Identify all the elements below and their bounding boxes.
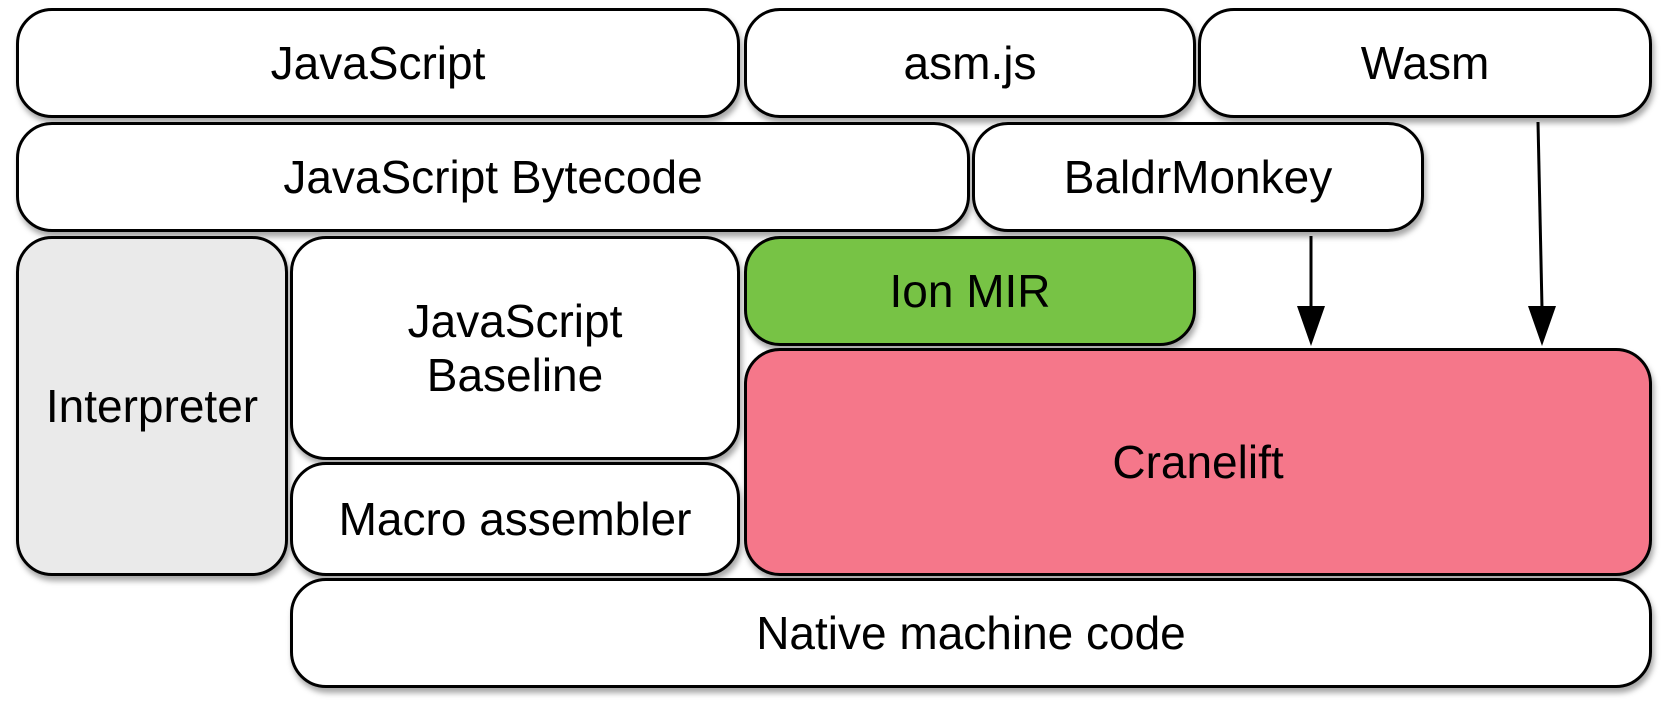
baldrmonkey-block: BaldrMonkey bbox=[972, 122, 1424, 232]
javascript-baseline-block: JavaScript Baseline bbox=[290, 236, 740, 460]
baldrmonkey-label: BaldrMonkey bbox=[1063, 150, 1333, 203]
javascript-block: JavaScript bbox=[16, 8, 740, 118]
asmjs-label: asm.js bbox=[903, 36, 1037, 89]
native-machine-code-label: Native machine code bbox=[756, 606, 1186, 659]
asmjs-block: asm.js bbox=[744, 8, 1196, 118]
javascript-baseline-label: JavaScript Baseline bbox=[408, 294, 623, 403]
baldrmonkey-to-cranelift-arrow bbox=[1297, 236, 1325, 346]
wasm-label: Wasm bbox=[1360, 36, 1490, 89]
javascript-baseline-line2: Baseline bbox=[426, 349, 604, 401]
ion-mir-label: Ion MIR bbox=[889, 264, 1051, 317]
native-machine-code-block: Native machine code bbox=[290, 578, 1652, 688]
macro-assembler-label: Macro assembler bbox=[338, 492, 692, 545]
javascript-baseline-line1: JavaScript bbox=[407, 294, 623, 347]
javascript-label: JavaScript bbox=[270, 36, 486, 89]
cranelift-block: Cranelift bbox=[744, 348, 1652, 576]
interpreter-label: Interpreter bbox=[45, 379, 259, 432]
macro-assembler-block: Macro assembler bbox=[290, 462, 740, 576]
javascript-bytecode-block: JavaScript Bytecode bbox=[16, 122, 970, 232]
interpreter-block: Interpreter bbox=[16, 236, 288, 576]
cranelift-label: Cranelift bbox=[1112, 435, 1284, 488]
wasm-block: Wasm bbox=[1198, 8, 1652, 118]
javascript-bytecode-label: JavaScript Bytecode bbox=[283, 150, 703, 203]
wasm-to-cranelift-arrow bbox=[1528, 121, 1556, 346]
ion-mir-block: Ion MIR bbox=[744, 236, 1196, 346]
